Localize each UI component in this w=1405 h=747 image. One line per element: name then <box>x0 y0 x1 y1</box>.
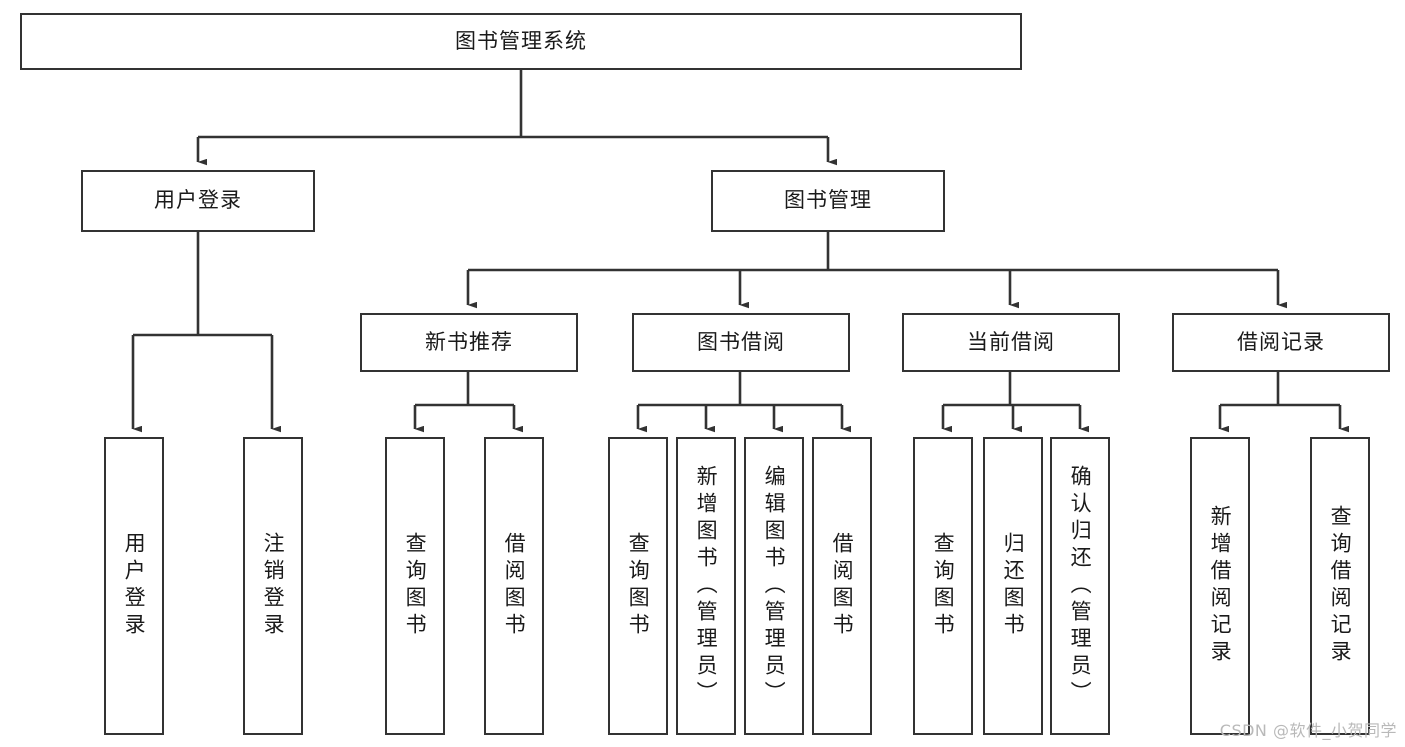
node-label: 查询图书 <box>931 532 956 640</box>
node-label: 注销登录 <box>261 532 286 640</box>
node-label: 新书推荐 <box>425 329 513 354</box>
node-label: 用户登录 <box>154 188 242 213</box>
node-current-borrow[interactable]: 当前借阅 <box>902 313 1120 372</box>
node-label: 用户登录 <box>122 532 147 640</box>
leaf-node[interactable]: 编辑图书（管理员） <box>744 437 804 735</box>
node-label: 借阅记录 <box>1237 329 1325 354</box>
leaf-node[interactable]: 新增图书（管理员） <box>676 437 736 735</box>
node-label: 查询图书 <box>626 532 651 640</box>
node-label: 图书管理系统 <box>455 28 587 53</box>
node-label: 新增借阅记录 <box>1208 505 1233 667</box>
node-label: 编辑图书（管理员） <box>762 464 787 708</box>
node-label: 确认归还（管理员） <box>1068 464 1093 708</box>
node-label: 查询借阅记录 <box>1328 505 1353 667</box>
node-label: 查询图书 <box>403 532 428 640</box>
csdn-watermark: CSDN @软件_小贺同学 <box>1219 721 1397 740</box>
node-label: 图书借阅 <box>697 329 785 354</box>
node-label: 新增图书（管理员） <box>694 464 719 708</box>
node-borrow-record[interactable]: 借阅记录 <box>1172 313 1390 372</box>
node-label: 借阅图书 <box>830 532 855 640</box>
leaf-node[interactable]: 查询图书 <box>385 437 445 735</box>
node-label: 归还图书 <box>1001 532 1026 640</box>
node-new-book-recommend[interactable]: 新书推荐 <box>360 313 578 372</box>
leaf-node[interactable]: 新增借阅记录 <box>1190 437 1250 735</box>
node-book-borrow[interactable]: 图书借阅 <box>632 313 850 372</box>
node-label: 图书管理 <box>784 188 872 213</box>
node-book-management[interactable]: 图书管理 <box>711 170 945 232</box>
node-label: 借阅图书 <box>502 532 527 640</box>
node-root-system[interactable]: 图书管理系统 <box>20 13 1022 70</box>
leaf-node[interactable]: 借阅图书 <box>812 437 872 735</box>
leaf-node[interactable]: 注销登录 <box>243 437 303 735</box>
leaf-node[interactable]: 查询借阅记录 <box>1310 437 1370 735</box>
leaf-node[interactable]: 用户登录 <box>104 437 164 735</box>
leaf-node[interactable]: 确认归还（管理员） <box>1050 437 1110 735</box>
leaf-node[interactable]: 归还图书 <box>983 437 1043 735</box>
node-user-login[interactable]: 用户登录 <box>81 170 315 232</box>
leaf-node[interactable]: 查询图书 <box>913 437 973 735</box>
leaf-node[interactable]: 借阅图书 <box>484 437 544 735</box>
node-label: 当前借阅 <box>967 329 1055 354</box>
leaf-node[interactable]: 查询图书 <box>608 437 668 735</box>
